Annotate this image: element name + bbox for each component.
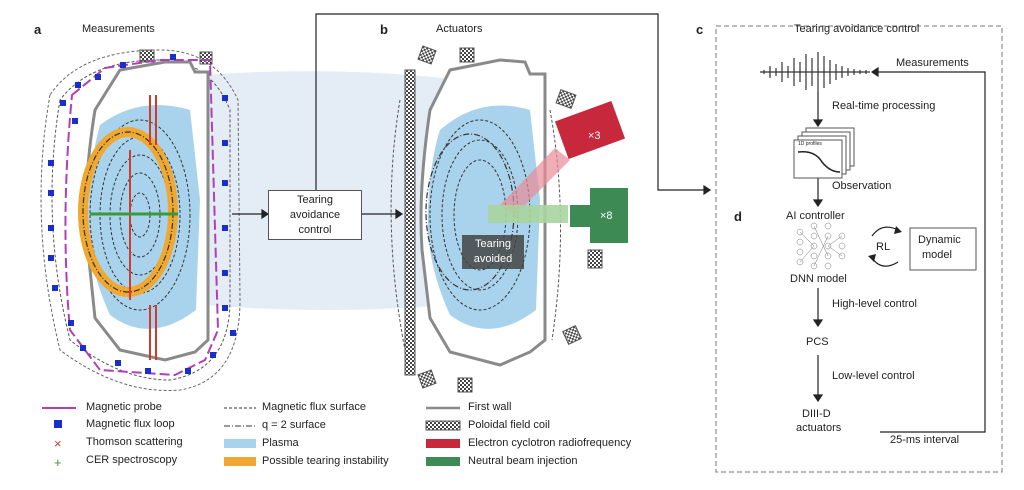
ecrf-box bbox=[554, 100, 626, 160]
panel-c-frame bbox=[715, 25, 1003, 473]
plasma bbox=[87, 105, 200, 329]
legend-first-wall: First wall bbox=[468, 401, 512, 413]
diii-d-label: DIII-D bbox=[802, 408, 831, 420]
pcs-label: PCS bbox=[806, 336, 829, 348]
legend-tearing-instability: Possible tearing instability bbox=[262, 455, 389, 467]
legend-ecrf: Electron cyclotron radiofrequency bbox=[468, 437, 632, 449]
svg-text:×: × bbox=[54, 436, 62, 451]
actuators-label: actuators bbox=[796, 422, 842, 434]
center-box-line-2: avoidance bbox=[289, 209, 341, 221]
legend-magnetic-probe: Magnetic probe bbox=[86, 401, 162, 413]
neural-network-icon bbox=[796, 222, 846, 270]
tokamak-actuators bbox=[390, 45, 603, 393]
dynamic-model-box bbox=[909, 227, 977, 271]
legend-magnetic-flux-loop: Magnetic flux loop bbox=[86, 418, 175, 430]
poloidal-coil-column bbox=[404, 69, 416, 376]
panel-d-letter: d bbox=[734, 209, 742, 224]
tearing-avoided-line-2: avoided bbox=[473, 253, 513, 265]
dnn-model-label: DNN model bbox=[790, 273, 847, 285]
dynamic-model-line-1: Dynamic bbox=[918, 234, 961, 246]
panel-a-letter: a bbox=[34, 22, 42, 37]
interval-label: 25-ms interval bbox=[890, 434, 960, 446]
low-level-control-label: Low-level control bbox=[832, 370, 915, 382]
measurements-label: Measurements bbox=[896, 57, 969, 69]
legend-poloidal-field-coil: Poloidal field coil bbox=[468, 419, 550, 431]
flux-loops bbox=[48, 54, 236, 374]
panel-b-title: Actuators bbox=[436, 23, 483, 35]
legend-q2-surface: q = 2 surface bbox=[262, 419, 326, 431]
panel-a-title: Measurements bbox=[82, 23, 155, 35]
realtime-processing-label: Real-time processing bbox=[832, 100, 936, 112]
dynamic-model-line-2: model bbox=[922, 249, 952, 261]
legend-thomson-scattering: Thomson scattering bbox=[86, 436, 183, 448]
tokamak-measurements bbox=[40, 49, 241, 391]
ai-controller-label: AI controller bbox=[786, 210, 845, 222]
signal-waveform bbox=[760, 52, 870, 92]
nbi-box bbox=[590, 188, 628, 243]
panel-b-letter: b bbox=[380, 22, 388, 37]
profiles-tag: 1D profiles bbox=[798, 141, 822, 147]
tearing-avoidance-control-box: Tearing avoidance control bbox=[268, 190, 362, 240]
center-box-line-3: control bbox=[298, 224, 332, 236]
nbi-count: ×8 bbox=[600, 210, 613, 222]
center-box-line-1: Tearing bbox=[296, 194, 334, 206]
svg-text:+: + bbox=[54, 455, 62, 470]
observation-label: Observation bbox=[832, 180, 892, 192]
legend-cer-spectroscopy: CER spectroscopy bbox=[86, 454, 178, 466]
panel-c-title: Tearing avoidance control bbox=[794, 23, 920, 35]
legend-magnetic-flux-surface: Magnetic flux surface bbox=[262, 401, 366, 413]
high-level-control-label: High-level control bbox=[832, 298, 917, 310]
profile-stack bbox=[793, 127, 855, 179]
legend-nbi: Neutral beam injection bbox=[468, 455, 578, 467]
ecrf-count: ×3 bbox=[588, 130, 601, 142]
panel-c-letter: c bbox=[696, 22, 704, 37]
legend-plasma: Plasma bbox=[262, 437, 299, 449]
tearing-avoided-box bbox=[462, 235, 524, 269]
tearing-avoided-line-1: Tearing bbox=[474, 238, 512, 250]
rl-label: RL bbox=[876, 241, 891, 253]
magnetic-probe-outline bbox=[64, 59, 220, 377]
legend-swatches: × + bbox=[42, 406, 461, 470]
